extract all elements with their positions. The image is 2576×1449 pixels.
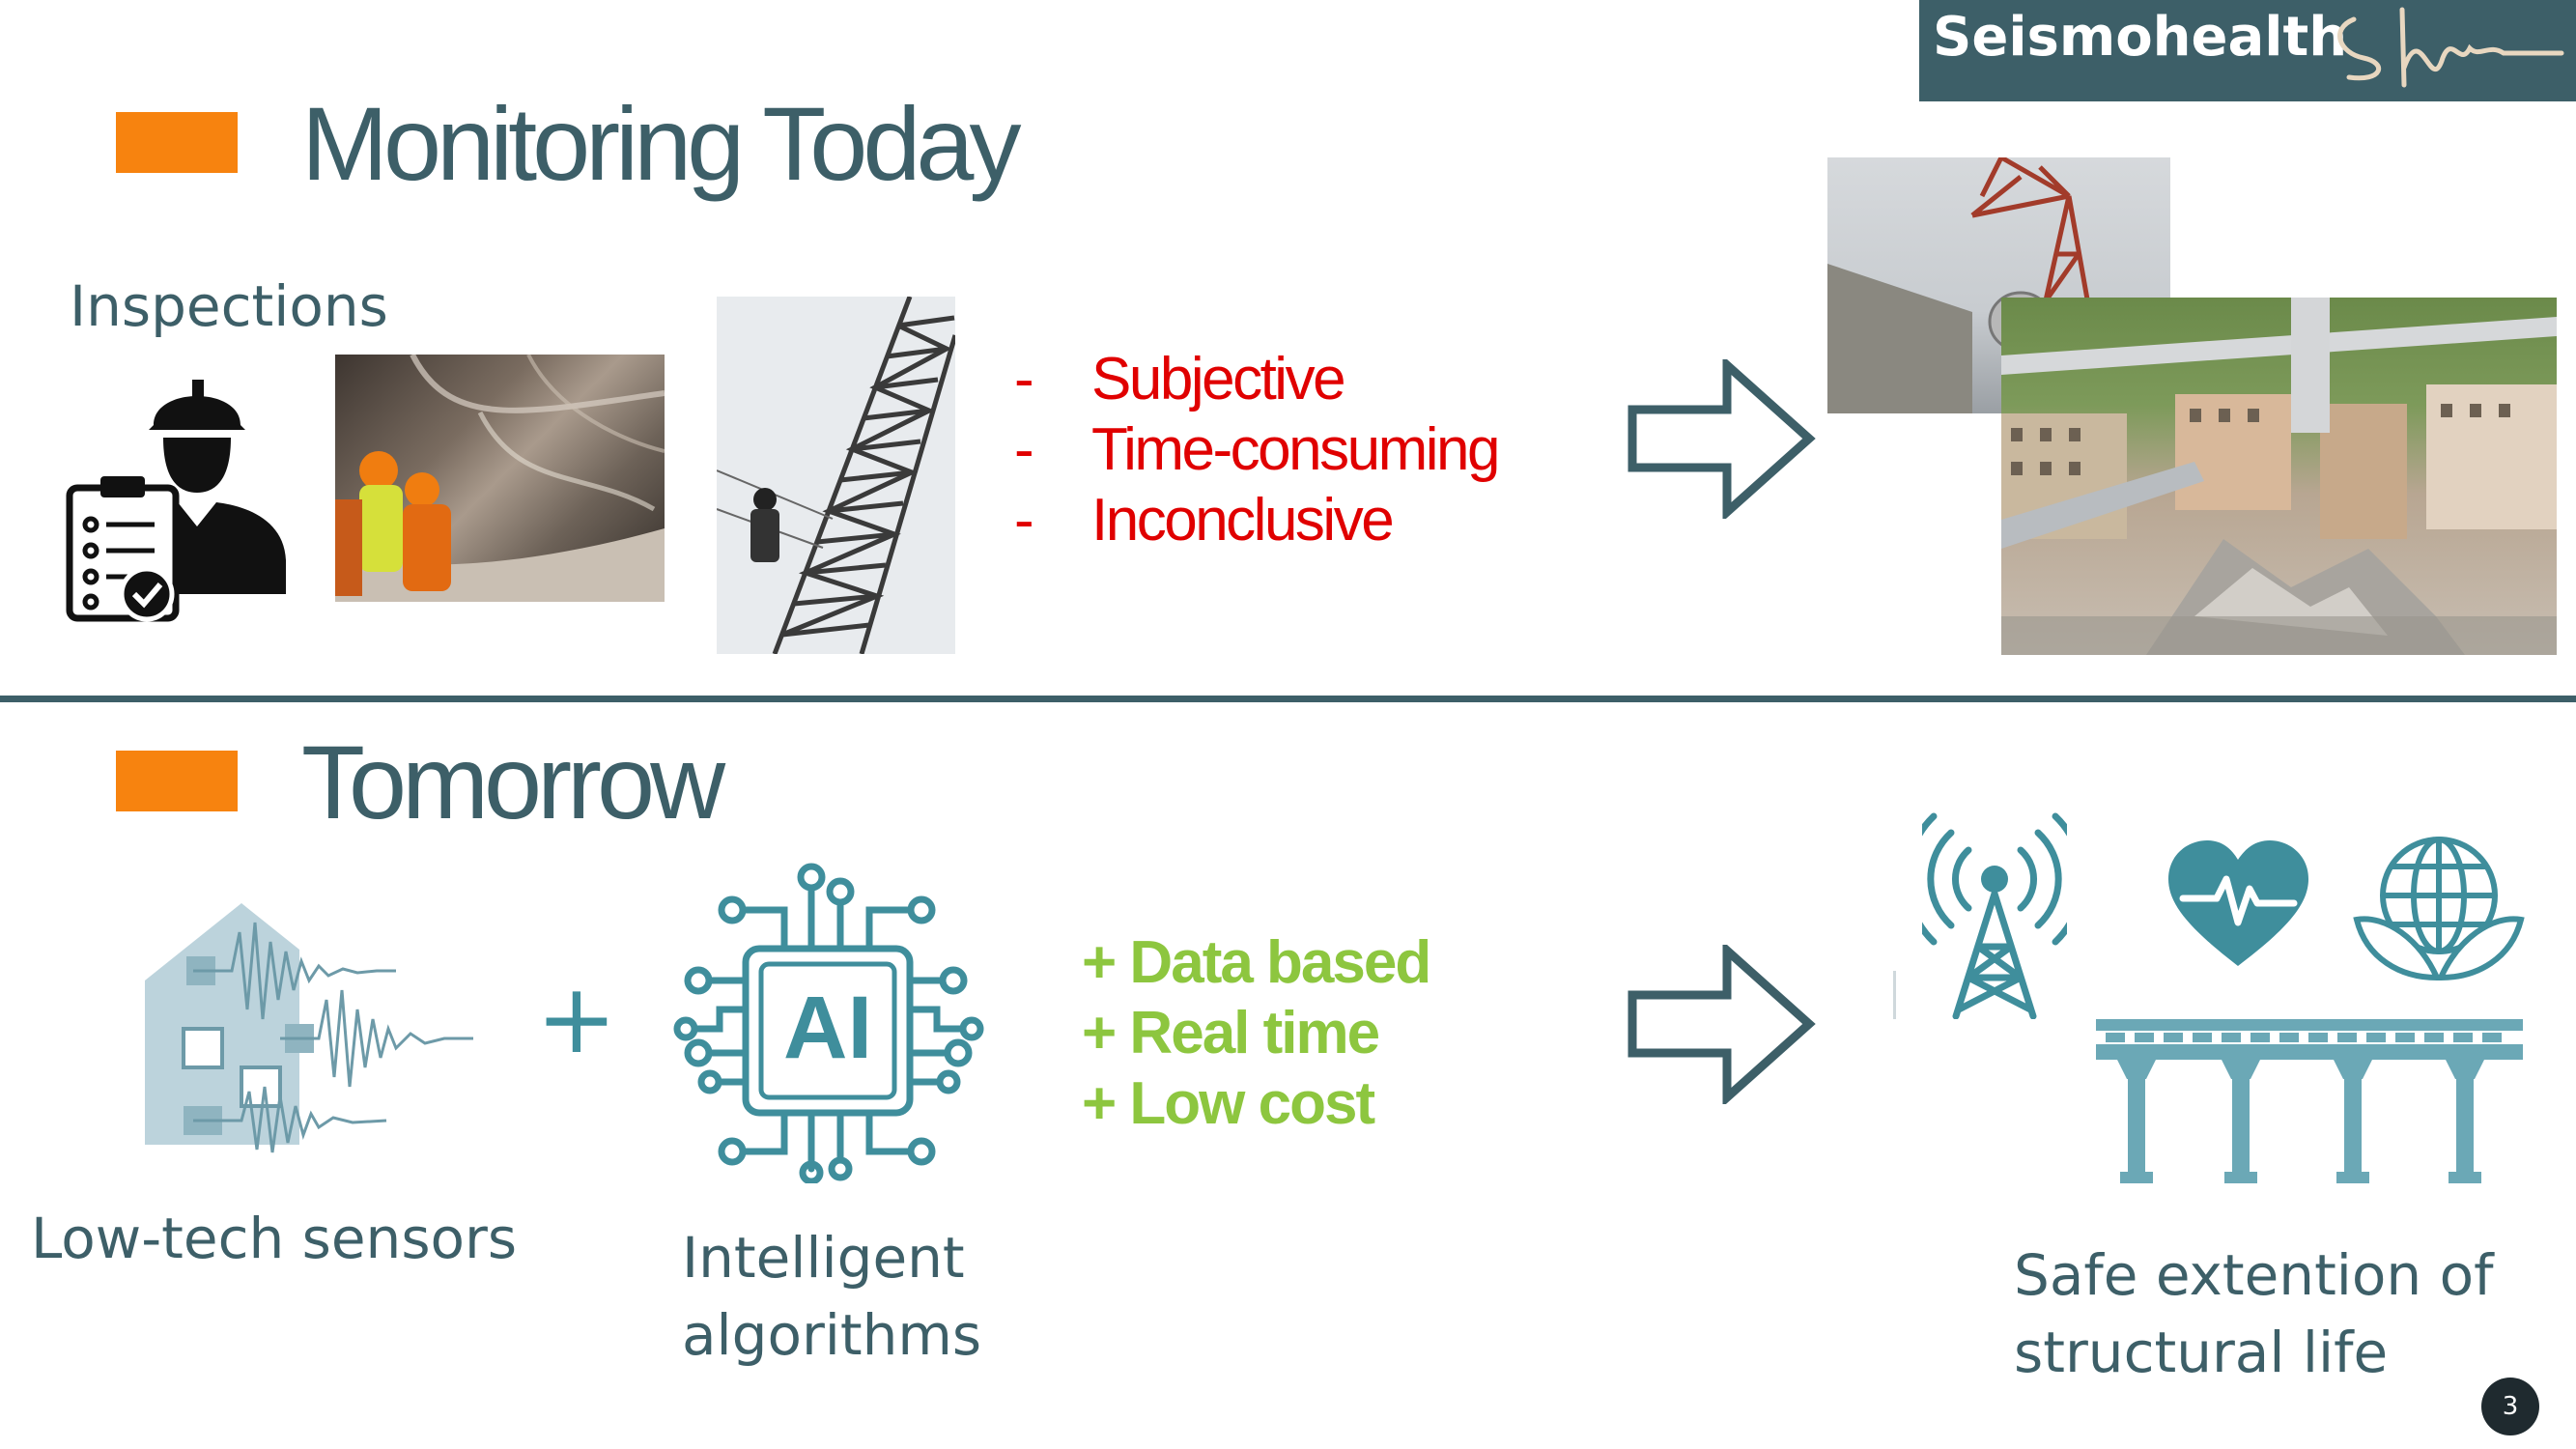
house-seismic-sensor-icon	[145, 903, 473, 1153]
section-title-tomorrow: Tomorrow	[301, 724, 725, 840]
collapsed-bridge-photo	[2001, 298, 2557, 655]
ai-chip-icon: AI	[673, 863, 984, 1183]
section-divider	[0, 696, 2576, 702]
heart-pulse-icon	[2168, 840, 2308, 966]
drawback-item: -Time-consuming	[1014, 416, 1500, 483]
section-title-today: Monitoring Today	[301, 85, 1021, 202]
bridge-icon	[2096, 1019, 2523, 1183]
drawback-item: -Inconclusive	[1014, 487, 1395, 554]
intelligent-algorithms-label: Intelligent algorithms	[682, 1225, 982, 1368]
page-number-badge: 3	[2481, 1378, 2539, 1435]
thin-divider-mark	[1893, 971, 1896, 1019]
benefits-list: + Data based + Real time + Low cost	[1082, 927, 1431, 1139]
tunnel-inspection-photo	[335, 355, 665, 602]
inspections-label: Inspections	[70, 273, 388, 339]
low-tech-sensors-label: Low-tech sensors	[31, 1206, 518, 1271]
drawback-item: -Subjective	[1014, 346, 1346, 412]
brand-name: Seismohealth	[1933, 6, 2348, 69]
arrow-right-outline-icon	[1628, 945, 1816, 1104]
benefit-item: + Real time	[1082, 1000, 1380, 1066]
ai-chip-text: AI	[783, 979, 872, 1077]
safe-extension-label: Safe extention of structural life	[2014, 1242, 2494, 1385]
signature-squiggle-icon	[2337, 7, 2564, 88]
benefit-item: + Data based	[1082, 929, 1431, 996]
tower-climber-photo	[717, 297, 955, 654]
section-marker-bottom	[116, 751, 238, 811]
drawbacks-list: -Subjective -Time-consuming -Inconclusiv…	[1014, 344, 1500, 555]
brand-logo: Seismohealth	[1919, 0, 2576, 101]
benefit-item: + Low cost	[1082, 1070, 1375, 1137]
section-marker-top	[116, 112, 238, 173]
arrow-right-outline-icon	[1628, 359, 1816, 519]
page-number: 3	[2502, 1392, 2519, 1421]
globe-leaf-icon	[2353, 837, 2525, 981]
plus-sign: +	[536, 962, 617, 1075]
radio-tower-icon	[1922, 812, 2067, 1019]
inspector-with-clipboard-icon	[66, 380, 286, 622]
